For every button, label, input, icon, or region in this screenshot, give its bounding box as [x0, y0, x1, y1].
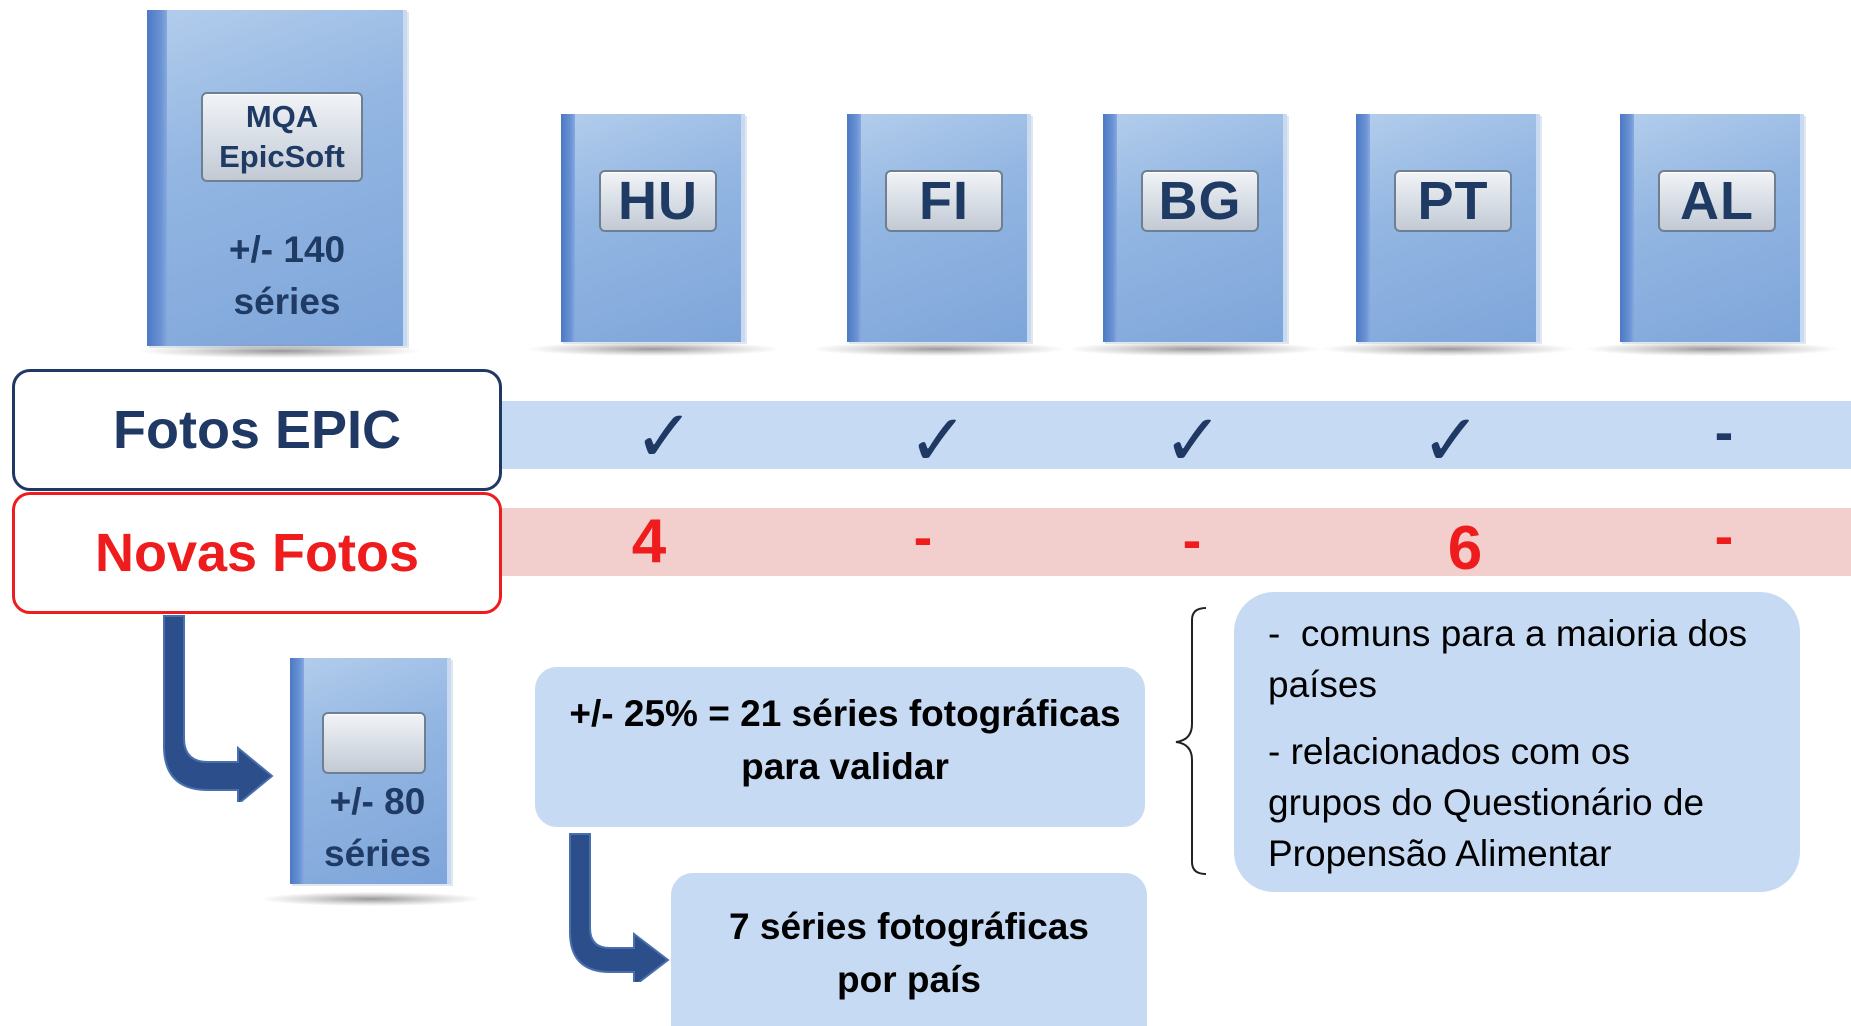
criteria-list: - comuns para a maioria dos países - rel…: [1268, 608, 1788, 879]
country-plate-fi: FI: [885, 170, 1003, 232]
source-plate-line-2: EpicSoft: [219, 139, 345, 174]
result-book-shadow: [262, 892, 480, 906]
book-spine: [147, 10, 167, 346]
fotos-epic-bar: [424, 401, 1851, 469]
country-book-fi: FI: [847, 114, 1031, 342]
result-book: +/- 80 séries: [290, 658, 451, 884]
country-plate-hu: HU: [599, 170, 717, 232]
country-book-pt: PT: [1356, 114, 1540, 342]
book-edge: [447, 658, 451, 884]
country-book-bg: BG: [1103, 114, 1287, 342]
book-spine: [1356, 114, 1370, 342]
book-edge: [1800, 114, 1804, 342]
source-plate-line-1: MQA: [245, 99, 319, 134]
fotos-epic-value-pt: ✓: [1420, 401, 1482, 481]
brace-icon: [1175, 607, 1207, 875]
country-plate-al: AL: [1658, 170, 1776, 232]
book-spine: [847, 114, 861, 342]
country-book-shadow: [1587, 342, 1837, 356]
fotos-epic-label: Fotos EPIC: [12, 369, 502, 491]
source-book-plate: MQA EpicSoft: [201, 92, 363, 182]
country-plate-bg: BG: [1141, 170, 1259, 232]
validation-box: [535, 667, 1145, 827]
source-count-line-1: +/- 140: [228, 229, 346, 270]
country-book-al: AL: [1620, 114, 1804, 342]
book-edge: [1536, 114, 1540, 342]
fotos-epic-label-text: Fotos EPIC: [112, 400, 401, 460]
per-country-line-2: por país: [837, 959, 981, 1000]
per-country-box: [671, 873, 1147, 1026]
book-edge: [741, 114, 745, 342]
criteria-item-2-line-1: - relacionados com os: [1268, 731, 1630, 772]
country-book-shadow: [528, 342, 778, 356]
novas-fotos-value-pt: 6: [1447, 514, 1483, 583]
criteria-item-2-line-2: grupos do Questionário de: [1268, 782, 1705, 823]
fotos-epic-value-bg: ✓: [1162, 401, 1224, 481]
per-country-line-1: 7 séries fotográficas: [729, 906, 1089, 947]
source-count-line-2: séries: [233, 281, 341, 322]
validation-line-2: para validar: [741, 746, 949, 787]
novas-fotos-bar: [424, 508, 1851, 576]
result-count-line-1: +/- 80: [329, 781, 426, 822]
arrow-down-right-icon: [569, 833, 670, 982]
book-edge: [1027, 114, 1031, 342]
novas-fotos-value-fi: -: [913, 505, 933, 568]
book-spine: [1620, 114, 1634, 342]
country-book-shadow: [1323, 342, 1573, 356]
result-book-count: +/- 80 séries: [304, 776, 451, 880]
book-spine: [1103, 114, 1117, 342]
criteria-item-1-line-2: países: [1268, 664, 1378, 705]
criteria-item-1: - comuns para a maioria dos países: [1268, 608, 1788, 710]
book-spine: [561, 114, 575, 342]
per-country-text: 7 séries fotográficas por país: [671, 900, 1147, 1006]
country-book-shadow: [814, 342, 1064, 356]
criteria-box: [1234, 592, 1800, 892]
fotos-epic-value-fi: ✓: [907, 401, 969, 481]
source-book: MQA EpicSoft +/- 140 séries: [147, 10, 407, 346]
novas-fotos-value-hu: 4: [631, 507, 667, 576]
fotos-epic-value-al: -: [1714, 400, 1734, 463]
book-edge: [403, 10, 407, 346]
country-plate-pt: PT: [1394, 170, 1512, 232]
result-count-line-2: séries: [324, 833, 431, 874]
arrow-down-right-icon: [163, 615, 274, 802]
novas-fotos-label-text: Novas Fotos: [94, 523, 420, 583]
criteria-item-1-line-1: - comuns para a maioria dos: [1268, 613, 1748, 654]
country-book-hu: HU: [561, 114, 745, 342]
source-book-shadow: [140, 344, 420, 358]
novas-fotos-value-al: -: [1714, 504, 1734, 567]
fotos-epic-value-hu: ✓: [633, 397, 695, 477]
validation-line-1: +/- 25% = 21 séries fotográficas: [569, 693, 1121, 734]
source-book-count: +/- 140 séries: [167, 224, 407, 328]
book-spine: [290, 658, 304, 884]
country-book-shadow: [1070, 342, 1320, 356]
criteria-item-2: - relacionados com os grupos do Question…: [1268, 726, 1788, 879]
result-book-plate: [322, 712, 426, 774]
validation-text: +/- 25% = 21 séries fotográficas para va…: [515, 687, 1175, 793]
book-edge: [1283, 114, 1287, 342]
novas-fotos-value-bg: -: [1182, 508, 1202, 571]
criteria-item-2-line-3: Propensão Alimentar: [1268, 833, 1612, 874]
novas-fotos-label: Novas Fotos: [12, 492, 502, 614]
